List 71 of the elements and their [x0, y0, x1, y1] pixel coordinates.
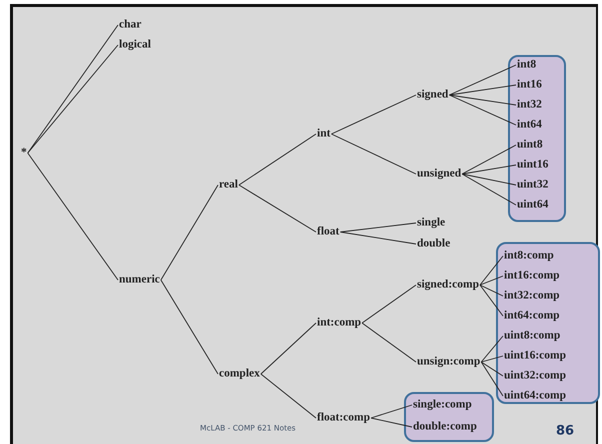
type-label: int8	[516, 58, 538, 72]
branch-line	[462, 174, 516, 206]
branch-line	[340, 232, 416, 244]
branch-line	[480, 256, 504, 286]
type-label: signed:comp	[416, 278, 480, 292]
branch-line	[160, 184, 218, 280]
branch-line	[480, 284, 504, 316]
branch-line	[370, 404, 412, 418]
branch-line	[238, 184, 316, 232]
type-label: unsign:comp	[416, 356, 482, 368]
type-label: complex	[218, 368, 261, 380]
type-label: int32:comp	[503, 290, 561, 302]
type-label: unsigned	[416, 168, 462, 180]
branch-line	[462, 144, 516, 174]
branch-line	[448, 64, 516, 96]
type-label: signed	[416, 88, 450, 102]
type-label: char	[118, 18, 142, 32]
type-label: double	[416, 238, 452, 250]
type-label: uint32:comp	[503, 370, 567, 382]
branch-line	[362, 322, 416, 362]
branch-line	[27, 24, 118, 154]
branch-line	[27, 152, 118, 280]
branch-line	[340, 222, 416, 232]
type-label: float:comp	[316, 412, 372, 424]
branch-line	[480, 356, 504, 362]
group-box	[508, 55, 566, 222]
branch-line	[27, 44, 118, 154]
type-label: int16	[516, 78, 543, 92]
type-label: int16:comp	[503, 270, 561, 282]
branch-line	[238, 134, 316, 186]
branch-line	[260, 322, 316, 374]
type-label: uint64:comp	[503, 390, 567, 402]
type-label: uint8	[516, 138, 544, 152]
group-box	[496, 242, 600, 404]
branch-line	[370, 418, 412, 428]
type-label: numeric	[118, 274, 161, 286]
type-label: uint32	[516, 178, 550, 192]
type-label: int64:comp	[503, 310, 561, 322]
type-label: double:comp	[412, 420, 478, 434]
type-label: int64	[516, 118, 543, 132]
branch-line	[160, 280, 218, 374]
type-label: int32	[516, 98, 543, 112]
branch-line	[480, 336, 504, 362]
type-label: real	[218, 178, 239, 192]
type-label: *	[20, 146, 28, 160]
branch-line	[448, 94, 516, 106]
branch-line	[330, 134, 416, 174]
type-label: single	[416, 216, 446, 230]
branch-line	[330, 94, 416, 134]
type-label: logical	[118, 38, 152, 52]
type-label: uint16	[516, 158, 550, 172]
type-label: int	[316, 128, 332, 140]
branch-line	[480, 362, 504, 396]
type-label: uint8:comp	[503, 330, 562, 342]
branch-line	[480, 284, 504, 296]
branch-line	[260, 374, 316, 418]
page-number: 86	[556, 424, 574, 438]
branch-line	[448, 94, 516, 126]
branch-line	[480, 276, 504, 286]
type-label: single:comp	[412, 398, 473, 412]
branch-line	[462, 164, 516, 174]
branch-line	[462, 174, 516, 186]
type-label: uint64	[516, 198, 550, 212]
type-label: int8:comp	[503, 250, 555, 262]
branch-line	[362, 284, 416, 324]
group-box	[404, 392, 494, 442]
type-label: uint16:comp	[503, 350, 567, 362]
branch-line	[448, 84, 516, 96]
type-label: float	[316, 226, 340, 238]
type-label: int:comp	[316, 316, 362, 330]
branch-line	[480, 362, 504, 376]
